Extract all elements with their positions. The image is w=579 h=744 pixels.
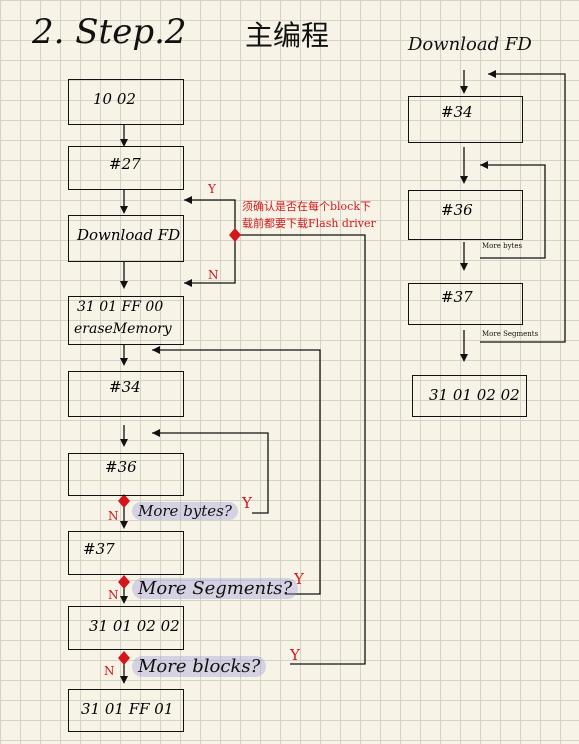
right-more-segments-note: More Segments bbox=[482, 330, 539, 338]
box-10-02: 10 02 bbox=[68, 79, 184, 125]
box-31-01-02-02: 31 01 02 02 bbox=[68, 606, 184, 650]
box-34: #34 bbox=[68, 371, 184, 417]
box-label: #37 bbox=[441, 288, 473, 306]
box-label: #36 bbox=[105, 458, 137, 476]
no-label: N bbox=[108, 509, 119, 523]
right-header: Download FD bbox=[408, 34, 532, 55]
no-label: N bbox=[208, 268, 219, 282]
box-label: 31 01 FF 01 bbox=[81, 700, 174, 718]
box-label-2: eraseMemory bbox=[74, 321, 172, 337]
box-label: 31 01 02 02 bbox=[89, 617, 180, 635]
yes-label: Y bbox=[208, 182, 216, 196]
yes-label: Y bbox=[290, 646, 300, 664]
flash-driver-note-2: 载前都要下载Flash driver bbox=[242, 217, 376, 230]
box-label: 10 02 bbox=[93, 90, 136, 108]
box-label: #27 bbox=[109, 155, 141, 173]
no-label: N bbox=[104, 664, 115, 678]
right-box-37: #37 bbox=[408, 283, 523, 325]
right-box-34: #34 bbox=[408, 96, 523, 143]
box-label: #36 bbox=[441, 201, 473, 219]
box-label: 31 01 02 02 bbox=[429, 386, 520, 404]
yes-label: Y bbox=[294, 570, 304, 588]
box-31-01-ff-01: 31 01 FF 01 bbox=[68, 689, 184, 732]
box-erase-memory: 31 01 FF 00 eraseMemory bbox=[68, 296, 184, 345]
right-box-36: #36 bbox=[408, 190, 523, 240]
yes-label: Y bbox=[242, 494, 252, 512]
box-download-fd: Download FD bbox=[68, 215, 184, 262]
right-box-31-01-02-02: 31 01 02 02 bbox=[412, 375, 527, 417]
no-label: N bbox=[108, 588, 119, 602]
box-label: #34 bbox=[109, 378, 141, 396]
box-label: #34 bbox=[441, 103, 473, 121]
more-blocks-decision: More blocks? bbox=[132, 656, 267, 677]
box-label: 31 01 FF 00 bbox=[77, 299, 164, 315]
box-36: #36 bbox=[68, 453, 184, 496]
right-more-bytes-note: More bytes bbox=[482, 242, 523, 250]
page-title: 2. Step.2 bbox=[32, 12, 187, 52]
flash-driver-note-1: 须确认是否在每个block下 bbox=[242, 200, 372, 213]
box-37: #37 bbox=[68, 531, 184, 575]
box-label: Download FD bbox=[77, 226, 181, 244]
box-27: #27 bbox=[68, 146, 184, 190]
box-label: #37 bbox=[83, 540, 115, 558]
page-title-cn: 主编程 bbox=[245, 19, 330, 52]
more-segments-decision: More Segments? bbox=[132, 578, 299, 599]
more-bytes-decision: More bytes? bbox=[132, 502, 238, 520]
